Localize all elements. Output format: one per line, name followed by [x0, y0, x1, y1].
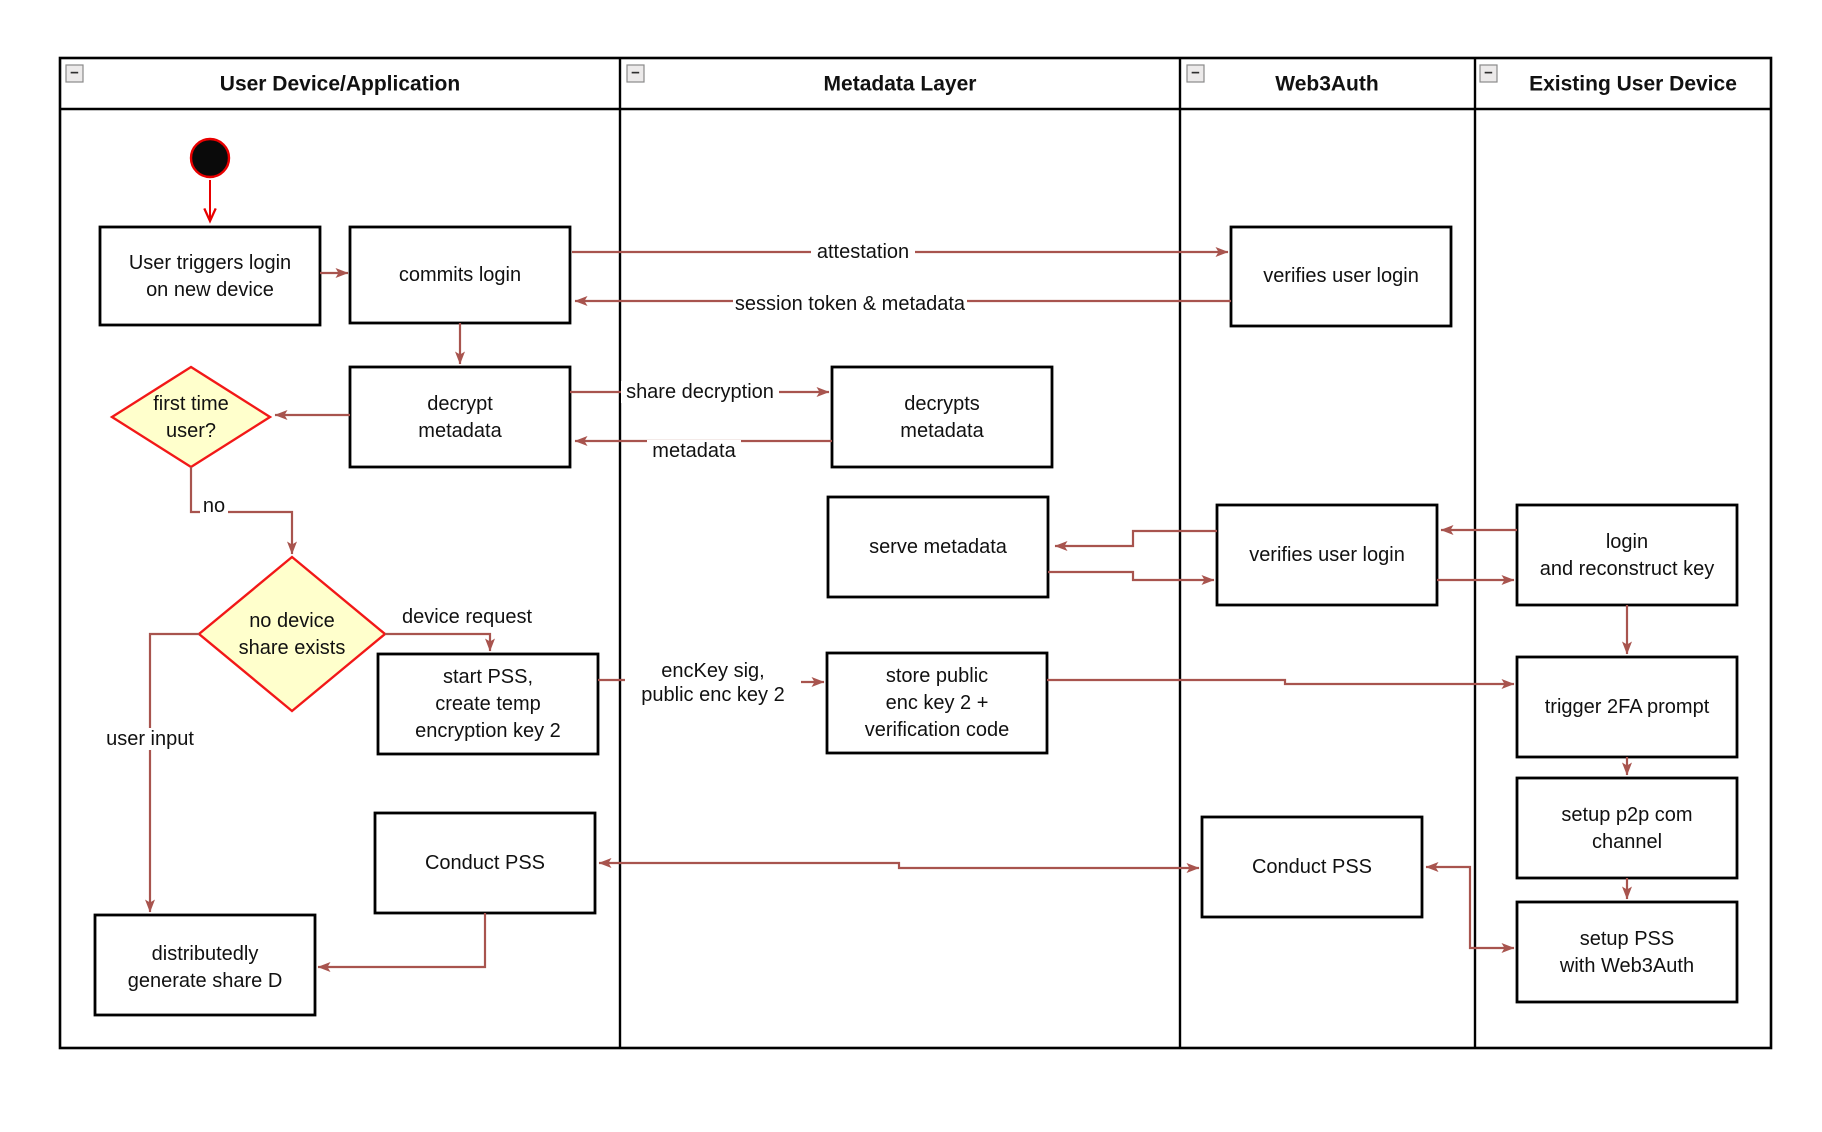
node-label: start PSS,	[443, 666, 533, 688]
edge-label-text: metadata	[652, 440, 736, 462]
node-label: on new device	[146, 279, 274, 301]
node-label: trigger 2FA prompt	[1545, 696, 1710, 718]
edge-conduct-pss-bidirectional	[598, 858, 1200, 873]
node-label: verification code	[865, 719, 1010, 741]
lane-header-web3auth: − Web3Auth	[1186, 64, 1379, 96]
edge-label-text: session token & metadata	[735, 293, 966, 315]
node-trigger-2fa-prompt: trigger 2FA prompt	[1515, 655, 1739, 759]
lane-header-user-device: − User Device/Application	[65, 64, 460, 96]
node-label: channel	[1592, 831, 1662, 853]
node-label: commits login	[399, 264, 521, 286]
node-label: serve metadata	[869, 536, 1008, 558]
node-decrypt-metadata: decrypt metadata	[348, 365, 572, 469]
node-label: login	[1606, 531, 1648, 553]
edge-user-input	[145, 632, 199, 913]
edge-label-user-input: user input	[103, 728, 197, 750]
node-label: store public	[886, 665, 988, 687]
edge-label-enckey: encKey sig, public enc key 2	[625, 659, 801, 706]
decision-label: share exists	[239, 637, 346, 659]
edge-label-metadata: metadata	[647, 440, 741, 462]
node-label: encryption key 2	[415, 720, 561, 742]
node-setup-pss-with-web3auth: setup PSS with Web3Auth	[1515, 900, 1739, 1004]
collapse-lane-button[interactable]: −	[626, 64, 645, 83]
node-label: verifies user login	[1249, 544, 1405, 566]
edge-store-to-trigger-2fa	[1047, 678, 1515, 689]
lane-header-existing-user-device: − Existing User Device	[1479, 64, 1737, 96]
edge-label-attestation: attestation	[811, 240, 915, 263]
collapse-icon: −	[1484, 65, 1493, 82]
node-label: Conduct PSS	[425, 852, 545, 874]
node-conduct-pss-user: Conduct PSS	[373, 811, 597, 915]
node-label: enc key 2 +	[886, 692, 989, 714]
node-label: Conduct PSS	[1252, 856, 1372, 878]
node-label: User triggers login	[129, 252, 291, 274]
node-start-pss: start PSS, create temp encryption key 2	[376, 652, 600, 756]
node-store-public-enc-key: store public enc key 2 + verification co…	[825, 651, 1049, 755]
edge-serve-to-verifies2	[1048, 570, 1215, 585]
node-user-triggers-login: User triggers login on new device	[98, 225, 322, 327]
node-label: and reconstruct key	[1540, 558, 1715, 580]
collapse-lane-button[interactable]: −	[65, 64, 84, 83]
collapse-icon: −	[631, 65, 640, 82]
node-label: metadata	[900, 420, 984, 442]
edge-label-share-decryption: share decryption	[621, 381, 779, 403]
node-commits-login: commits login	[348, 225, 572, 325]
edge-label-text: attestation	[817, 241, 909, 263]
node-verifies-user-login-2: verifies user login	[1215, 503, 1439, 607]
node-label: create temp	[435, 693, 541, 715]
edge-label-text: share decryption	[626, 381, 774, 403]
node-serve-metadata: serve metadata	[826, 495, 1050, 599]
edge-conduct-pss-to-generate-share	[317, 913, 487, 972]
edge-label-device-request: device request	[399, 606, 535, 628]
edge-label-text: no	[203, 495, 225, 517]
edge-verifies2-to-serve	[1054, 529, 1217, 551]
decision-label: user?	[166, 420, 216, 442]
node-label: setup p2p com	[1561, 804, 1692, 826]
node-setup-p2p-com-channel: setup p2p com channel	[1515, 776, 1739, 880]
node-label: decrypts	[904, 393, 980, 415]
edge-device-request	[385, 632, 495, 652]
node-label: verifies user login	[1263, 265, 1419, 287]
node-verifies-user-login-1: verifies user login	[1229, 225, 1453, 328]
node-label: distributedly	[152, 943, 259, 965]
collapse-icon: −	[1191, 65, 1200, 82]
edge-label-no: no	[200, 495, 228, 517]
edge-label-text: public enc key 2	[641, 684, 784, 706]
collapse-lane-button[interactable]: −	[1479, 64, 1498, 83]
lane-title: Metadata Layer	[824, 73, 977, 96]
node-label: metadata	[418, 420, 502, 442]
edge-label-session-token: session token & metadata	[733, 292, 967, 316]
lane-title: Web3Auth	[1275, 73, 1378, 96]
node-label: decrypt	[427, 393, 493, 415]
decision-label: first time	[153, 393, 229, 415]
collapse-lane-button[interactable]: −	[1186, 64, 1205, 83]
edge-label-text: user input	[106, 728, 194, 750]
node-label: with Web3Auth	[1559, 955, 1694, 977]
edge-label-text: device request	[402, 606, 533, 628]
node-label: setup PSS	[1580, 928, 1675, 950]
edge-conduct-pss-setup-pss-bidirectional	[1425, 862, 1515, 953]
node-decrypts-metadata: decrypts metadata	[830, 365, 1054, 469]
lane-title: User Device/Application	[220, 73, 460, 96]
collapse-icon: −	[70, 65, 79, 82]
lane-title: Existing User Device	[1529, 73, 1737, 96]
edge-no-branch	[189, 467, 297, 555]
decision-label: no device	[249, 610, 335, 632]
node-distributedly-generate-share-d: distributedly generate share D	[93, 913, 317, 1017]
decision-no-device-share-exists: no device share exists	[197, 555, 387, 713]
start-node	[189, 137, 231, 179]
node-login-and-reconstruct-key: login and reconstruct key	[1515, 503, 1739, 607]
diagram-border	[58, 56, 1773, 1050]
node-conduct-pss-web3auth: Conduct PSS	[1200, 815, 1424, 919]
edge-label-text: encKey sig,	[661, 660, 764, 682]
node-label: generate share D	[128, 970, 283, 992]
lane-header-metadata-layer: − Metadata Layer	[626, 64, 977, 96]
decision-first-time-user: first time user?	[109, 365, 273, 469]
edge-labels: attestation session token & metadata sha…	[103, 240, 967, 750]
